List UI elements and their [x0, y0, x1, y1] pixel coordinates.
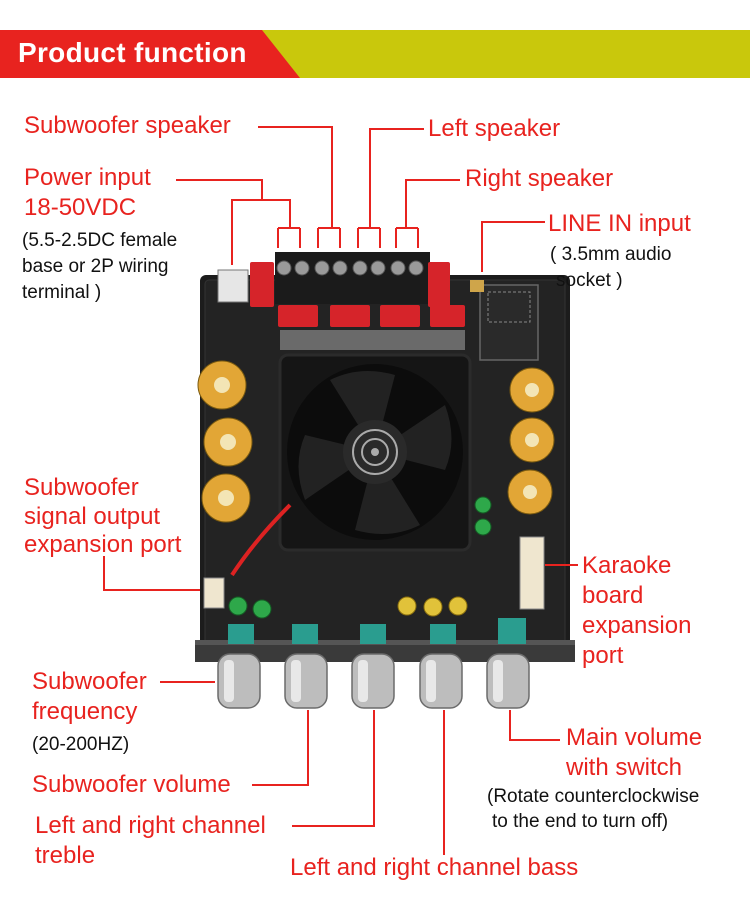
line-in-jack — [470, 280, 484, 292]
main-volume-label-line2: with switch — [566, 754, 683, 781]
karaoke-label-line4: port — [582, 642, 624, 669]
power-note-line2: base or 2P wiring — [22, 256, 169, 277]
main-volume-label-line1: Main volume — [566, 724, 703, 751]
bass-label: Left and right channel bass — [290, 854, 579, 881]
power-note-line1: (5.5-2.5DC female — [22, 230, 178, 251]
header-banner: Product function — [0, 30, 750, 78]
line-in-note-line2: socket ) — [556, 270, 623, 291]
dc-jack — [217, 269, 249, 303]
sub-out-label-line3: expansion port — [24, 531, 182, 558]
line-in-label: LINE IN input — [548, 210, 691, 237]
treble-label-line2: treble — [35, 842, 96, 869]
left-speaker-label: Left speaker — [428, 115, 561, 142]
heatsink — [280, 330, 465, 350]
karaoke-port-connector — [519, 536, 545, 610]
sub-volume-label: Subwoofer volume — [32, 771, 231, 798]
sub-out-connector — [203, 577, 225, 609]
speaker-terminal-block — [275, 252, 430, 304]
karaoke-label-line2: board — [582, 582, 644, 609]
sub-out-label-line2: signal output — [24, 503, 161, 530]
subwoofer-speaker-label: Subwoofer speaker — [24, 112, 231, 139]
power-voltage-label: 18-50VDC — [24, 194, 137, 221]
page-title: Product function — [18, 37, 247, 68]
right-speaker-label: Right speaker — [465, 165, 614, 192]
sub-freq-label-line2: frequency — [32, 698, 138, 725]
sub-freq-note: (20-200HZ) — [32, 734, 130, 755]
knobs — [217, 653, 530, 709]
leader-lines — [103, 126, 578, 855]
power-input-label: Power input — [24, 164, 151, 191]
main-volume-note-line1: (Rotate counterclockwise — [487, 786, 700, 807]
header-title-tab: Product function — [0, 30, 300, 78]
line-in-note-line1: ( 3.5mm audio — [550, 244, 672, 265]
sub-freq-label-line1: Subwoofer — [32, 668, 147, 695]
sub-out-label-line1: Subwoofer — [24, 474, 139, 501]
power-note-line3: terminal ) — [22, 282, 102, 303]
karaoke-label-line1: Karaoke — [582, 552, 672, 579]
karaoke-label-line3: expansion — [582, 612, 692, 639]
main-volume-note-line2: to the end to turn off) — [492, 811, 669, 832]
treble-label-line1: Left and right channel — [35, 812, 266, 839]
